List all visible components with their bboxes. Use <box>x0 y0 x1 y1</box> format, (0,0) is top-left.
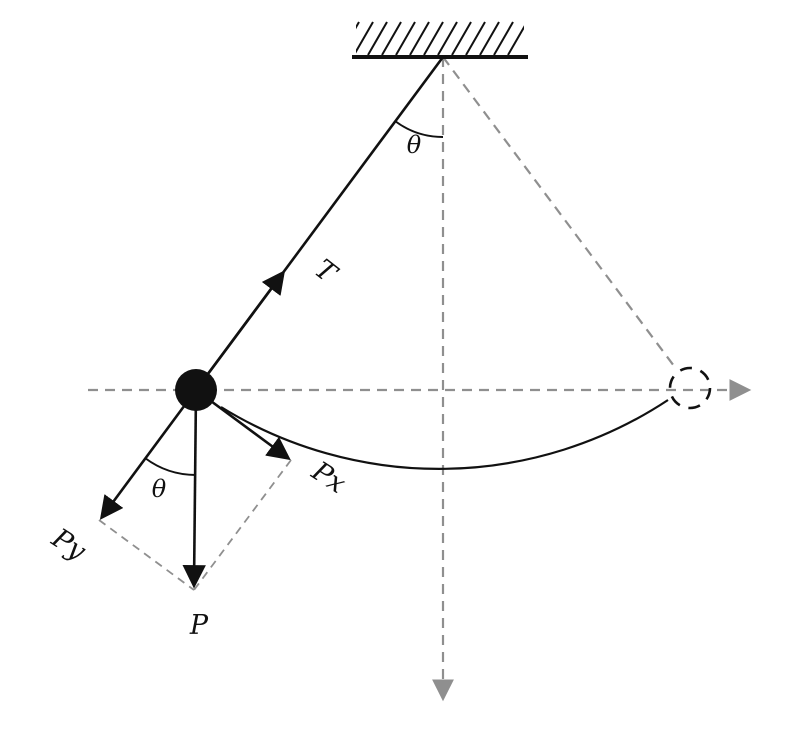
ceiling-hatch <box>356 21 524 56</box>
swing-arc <box>220 399 669 470</box>
weight-x-label: Px <box>305 455 351 500</box>
angle-arc-bob <box>144 457 197 476</box>
weight-vector <box>182 389 206 589</box>
theta-top-label: θ <box>407 131 422 159</box>
pendulum-bob <box>175 369 217 411</box>
swing-radius-dashed <box>442 56 678 371</box>
ghost-bob-circle <box>668 366 712 410</box>
angle-arc-top <box>394 120 444 138</box>
weight-y-vector <box>99 389 198 520</box>
theta-bob-label: θ <box>152 475 167 503</box>
parallelogram-guide-px <box>193 459 292 591</box>
weight-y-label: Py <box>45 522 91 567</box>
weight-label: P <box>189 610 209 641</box>
tension-vector <box>194 270 286 391</box>
parallelogram-guide-py <box>98 519 195 591</box>
tension-label: T <box>309 254 344 291</box>
